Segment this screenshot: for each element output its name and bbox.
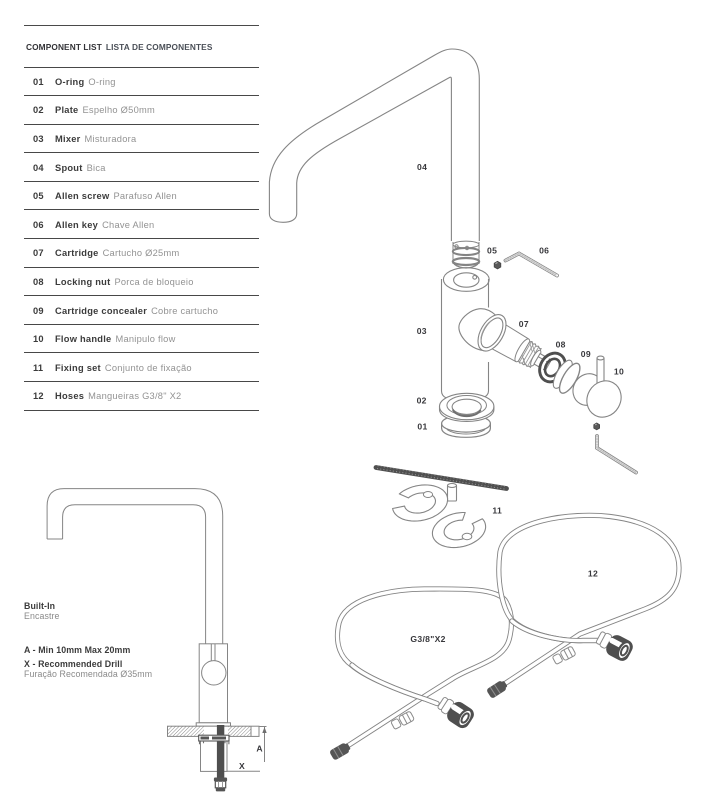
- svg-text:10: 10: [614, 367, 624, 377]
- svg-text:01: 01: [417, 422, 427, 432]
- svg-text:11: 11: [492, 506, 502, 516]
- svg-text:A: A: [256, 744, 263, 754]
- svg-text:06: 06: [539, 245, 549, 255]
- svg-text:08: 08: [556, 339, 566, 349]
- svg-text:07: 07: [519, 319, 529, 329]
- svg-text:G3/8"X2: G3/8"X2: [410, 634, 445, 644]
- svg-text:12: 12: [588, 569, 598, 579]
- svg-text:05: 05: [487, 245, 497, 255]
- svg-text:02: 02: [417, 395, 427, 405]
- svg-text:04: 04: [417, 162, 427, 172]
- svg-text:09: 09: [581, 349, 591, 359]
- svg-text:X: X: [239, 761, 245, 771]
- svg-text:03: 03: [417, 326, 427, 336]
